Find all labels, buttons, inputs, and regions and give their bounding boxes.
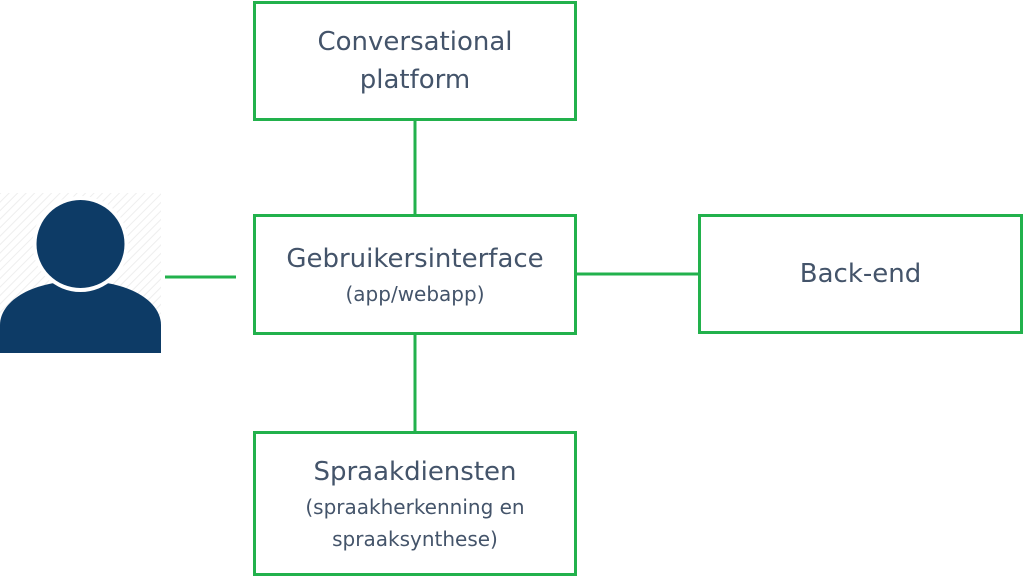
backend-title: Back-end bbox=[799, 259, 922, 289]
conversational-platform-line-1: Conversational bbox=[317, 27, 513, 57]
user-person-icon bbox=[0, 193, 161, 353]
speech-services-node: Spraakdiensten (spraakherkenning en spra… bbox=[253, 431, 577, 576]
conversational-platform-node: Conversational platform bbox=[253, 1, 577, 121]
user-interface-title: Gebruikersinterface bbox=[286, 243, 544, 274]
speech-services-subtitle-line-1: (spraakherkenning en bbox=[305, 494, 525, 519]
user-interface-node: Gebruikersinterface (app/webapp) bbox=[253, 214, 577, 335]
backend-node: Back-end bbox=[698, 214, 1023, 334]
speech-services-subtitle-line-2: spraaksynthese) bbox=[332, 526, 498, 551]
conversational-platform-line-2: platform bbox=[359, 65, 471, 95]
user-interface-subtitle: (app/webapp) bbox=[345, 281, 485, 306]
speech-services-title: Spraakdiensten bbox=[313, 456, 517, 487]
